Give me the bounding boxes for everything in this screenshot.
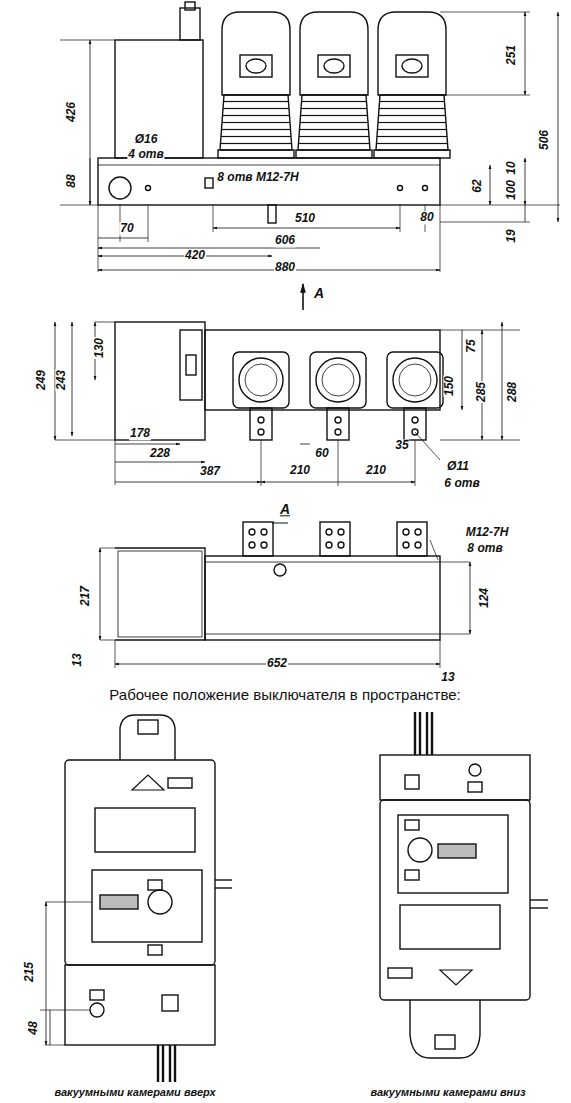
dimension-label: 285	[475, 381, 488, 403]
dimension-label: A	[313, 286, 325, 301]
dimension-label: 100	[505, 179, 518, 201]
dimension-label: 35	[394, 439, 409, 452]
dimension-label: 124	[478, 587, 491, 609]
dimension-label: 70	[119, 222, 134, 235]
dimension-label: 19	[505, 228, 518, 243]
dimension-label: A	[279, 502, 291, 517]
dimension-label: 506	[538, 129, 551, 151]
dimension-label: 62	[471, 178, 484, 193]
dimension-label: 4 отв	[127, 148, 164, 161]
dimension-label: 228	[149, 447, 171, 460]
dimension-label: 10	[505, 160, 518, 175]
dimension-label: 420	[184, 249, 206, 262]
dimension-label: M12-7H	[465, 526, 510, 539]
dimension-label: 150	[443, 375, 456, 397]
dimension-label: 217	[79, 585, 92, 607]
dimension-label: 880	[274, 261, 296, 274]
dimension-label: 510	[294, 212, 316, 225]
dimension-label: 251	[505, 44, 518, 66]
dimension-label: 13	[440, 671, 455, 684]
dimension-label: 80	[419, 211, 434, 224]
dimension-label: 48	[27, 1020, 40, 1035]
dimension-label: 13	[71, 652, 84, 667]
dimension-label: 652	[266, 657, 288, 670]
dimension-label: 249	[35, 369, 48, 391]
dimension-label: 60	[314, 447, 329, 460]
dimension-label: 130	[93, 337, 106, 359]
dimension-label: 88	[65, 173, 78, 188]
view-caption: вакуумными камерами вниз	[369, 1086, 526, 1098]
dimension-label: Ø11	[446, 460, 470, 473]
dimension-label: 215	[23, 961, 36, 983]
section-caption: Рабочее положение выключателя в простран…	[108, 687, 461, 704]
dimension-label: 426	[65, 101, 78, 123]
dimension-label: 243	[55, 369, 68, 391]
dimension-label: 210	[289, 464, 311, 477]
dimension-label: 387	[199, 465, 221, 478]
dimension-label: 75	[465, 338, 478, 353]
dimension-label: 178	[129, 427, 151, 440]
dimension-label: 8 отв	[466, 542, 503, 555]
dimension-label: 210	[365, 464, 387, 477]
view-caption: вакуумными камерами вверх	[53, 1086, 216, 1098]
dimension-label: 606	[274, 234, 296, 247]
dimension-label: 288	[506, 381, 519, 403]
dimension-label: 6 отв	[443, 477, 480, 490]
dimension-label: Ø16	[134, 133, 159, 146]
dimension-label: 8 отв M12-7H	[216, 171, 299, 184]
